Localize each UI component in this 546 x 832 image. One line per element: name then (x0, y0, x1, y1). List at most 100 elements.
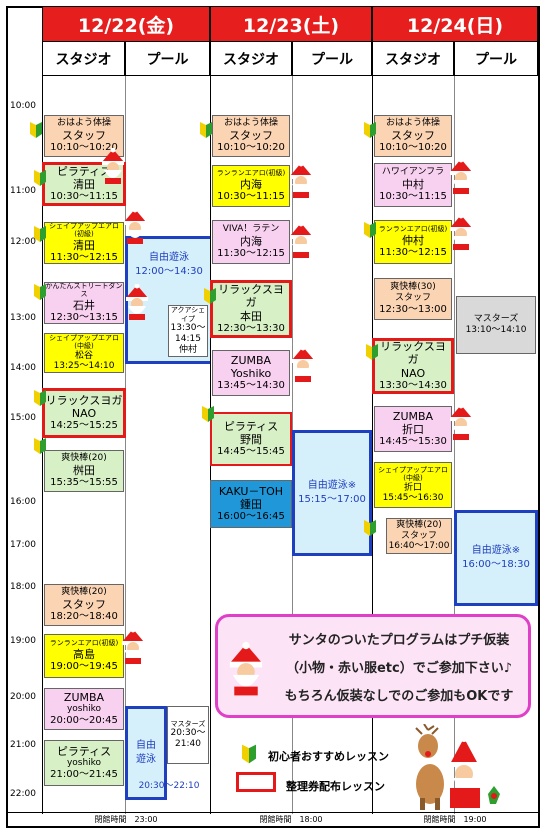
lesson-block[interactable]: リラックスヨガ NAO 14:25～15:25 (42, 388, 126, 438)
beginner-leaf-icon (34, 438, 46, 454)
lesson-instructor: 桝田 (73, 463, 95, 477)
col-line (372, 42, 373, 814)
footer-divider (6, 812, 540, 813)
lesson-time: 10:30～11:15 (379, 190, 447, 202)
lesson-block[interactable]: 爽快棒(20) スタッフ 16:40～17:00 (386, 518, 452, 554)
beginner-leaf-icon (364, 122, 376, 138)
lesson-instructor: スタッフ (62, 597, 106, 611)
lesson-instructor: 仲村 (402, 233, 424, 247)
lesson-block[interactable]: ピラティス yoshiko 21:00～21:45 (44, 740, 124, 786)
lesson-instructor: 内海 (240, 234, 262, 248)
lesson-time: 10:30～11:15 (50, 191, 118, 203)
lesson-instructor: スタッフ (62, 128, 106, 142)
lesson-title: ピラティス (223, 419, 279, 433)
lesson-title: リラックスヨガ (380, 340, 446, 367)
lesson-block[interactable]: おはよう体操 スタッフ 10:10～10:20 (374, 115, 452, 157)
lesson-title: おはよう体操 (56, 118, 111, 128)
lesson-instructor: 鍾田 (240, 498, 262, 511)
lesson-title: シェイプアップエアロ(中級) (49, 333, 119, 351)
lesson-block[interactable]: シェイプアップエアロ(初級) 清田 11:30～12:15 (44, 222, 124, 264)
lesson-block[interactable]: ランランエアロ(初級) 高島 19:00～19:45 (44, 634, 124, 678)
lesson-block[interactable]: シェイプアップエアロ(中級) 松谷 13:25～14:10 (44, 333, 124, 373)
time-label: 18:00 (10, 582, 36, 592)
lesson-block[interactable]: リラックスヨガ 本田 12:30～13:30 (210, 280, 292, 338)
col-line (454, 76, 455, 814)
lesson-block[interactable]: おはよう体操 スタッフ 10:10～10:20 (212, 115, 290, 157)
lesson-block[interactable]: ピラティス 野間 14:45～15:45 (210, 412, 292, 466)
lesson-instructor: 野間 (240, 433, 262, 446)
beginner-leaf-icon (366, 344, 378, 360)
lesson-block[interactable]: 爽快棒(30) スタッフ 12:30～13:00 (374, 278, 452, 320)
lesson-title: VIVA！ラテン (222, 224, 280, 234)
pool-time-end: 14:15 (175, 333, 201, 344)
santa-notice: サンタのついたプログラムはプチ仮装 （小物・赤い服etc）でご参加下さい♪ もち… (215, 614, 531, 718)
lesson-title: リラックスヨガ (45, 393, 123, 407)
lesson-time: 11:30～12:15 (217, 247, 285, 259)
lesson-title: 爽快棒(20) (396, 519, 442, 530)
lesson-instructor: 折口 (403, 482, 422, 493)
pool-title: マスターズ (170, 720, 206, 728)
beginner-leaf-icon (200, 122, 212, 138)
lesson-instructor: 内海 (240, 177, 262, 191)
lesson-block[interactable]: 爽快棒(20) スタッフ 18:20～18:40 (44, 584, 124, 626)
santa-icon (126, 284, 148, 320)
lesson-instructor: スタッフ (391, 128, 435, 142)
lesson-block[interactable]: KAKU－TOH 鍾田 16:00～16:45 (210, 480, 292, 528)
pool-block-aqua[interactable]: アクアシェイプ 13:30～ 14:15 仲村 (168, 305, 208, 357)
lesson-title: かんたんストリートダンス (45, 282, 123, 299)
pool-block-masters[interactable]: マスターズ 13:10～14:10 (456, 296, 536, 354)
lesson-block[interactable]: ランランエアロ(初級) 仲村 11:30～12:15 (374, 220, 452, 264)
santa-icon (124, 208, 146, 244)
time-label: 10:00 (10, 101, 36, 111)
lesson-time: 18:20～18:40 (50, 610, 118, 622)
lesson-time: 13:30～14:30 (379, 379, 447, 391)
legend-ticket: 整理券配布レッスン (286, 780, 385, 793)
lesson-block[interactable]: ランランエアロ(初級) 内海 10:30～11:15 (212, 165, 290, 207)
lesson-time: 10:10～10:20 (379, 141, 447, 153)
lesson-time: 15:35～15:55 (50, 476, 118, 488)
pool-block-masters[interactable]: マスターズ 20:30～ 21:40 (167, 706, 209, 764)
lesson-time: 10:10～10:20 (217, 141, 285, 153)
lesson-block[interactable]: VIVA！ラテン 内海 11:30～12:15 (212, 220, 290, 264)
reindeer-santa-illustration (415, 724, 500, 810)
lesson-instructor: 中村 (402, 177, 424, 191)
lesson-title: KAKU－TOH (218, 484, 284, 498)
lesson-instructor: yoshiko (66, 704, 102, 715)
lesson-instructor: yoshiko (66, 758, 102, 769)
lesson-block[interactable]: ZUMBA 折口 14:45～15:30 (374, 406, 452, 452)
beginner-leaf-icon (34, 170, 46, 186)
pool-title: 自由遊泳※ (307, 480, 357, 491)
lesson-block[interactable]: 爽快棒(20) 桝田 15:35～15:55 (44, 450, 124, 492)
pool-block-free-swim[interactable]: 自由遊泳※ 15:15～17:00 (292, 430, 372, 556)
lesson-block[interactable]: ZUMBA Yoshiko 13:45～14:30 (212, 350, 290, 396)
lesson-block[interactable]: ZUMBA yoshiko 20:00～20:45 (44, 688, 124, 730)
legend-beginner: 初心者おすすめレッスン (268, 750, 389, 763)
lesson-block[interactable]: リラックスヨガ NAO 13:30～14:30 (372, 338, 454, 394)
lesson-block[interactable]: かんたんストリートダンス 石井 12:30～13:15 (44, 282, 124, 324)
beginner-leaf-icon (34, 284, 46, 300)
pool-header-3: プール (454, 42, 538, 76)
studio-header-1: スタジオ (42, 42, 125, 76)
lesson-time: 14:45～15:30 (379, 436, 447, 448)
lesson-title: おはよう体操 (223, 118, 278, 128)
lesson-time: 16:00～16:45 (217, 511, 285, 523)
santa-icon (290, 222, 312, 258)
lesson-title: ランランエアロ(初級) (216, 169, 286, 178)
pool-block-free-swim[interactable]: 自由遊泳※ 16:00～18:30 (454, 510, 538, 606)
lesson-block[interactable]: シェイプアップエアロ(中級) 折口 15:45～16:30 (374, 462, 452, 508)
pool-time-start: 13:30～ (170, 323, 206, 334)
lesson-time: 16:40～17:00 (388, 541, 450, 552)
notice-line-1: サンタのついたプログラムはプチ仮装 (288, 633, 510, 648)
beginner-leaf-icon (364, 222, 376, 238)
santa-icon (292, 346, 314, 382)
lesson-title: ハワイアンフラ (381, 167, 445, 177)
pool-time: 12:00～14:30 (135, 266, 203, 277)
pool-block-free-swim-2[interactable]: 自由 遊泳 (125, 706, 167, 800)
pool-title-2: 遊泳 (136, 754, 156, 765)
santa-icon (450, 158, 472, 194)
beginner-leaf-icon (202, 406, 214, 422)
lesson-title: リラックスヨガ (218, 283, 284, 310)
pool-header-1: プール (125, 42, 210, 76)
lesson-block[interactable]: ハワイアンフラ 中村 10:30～11:15 (374, 163, 452, 207)
